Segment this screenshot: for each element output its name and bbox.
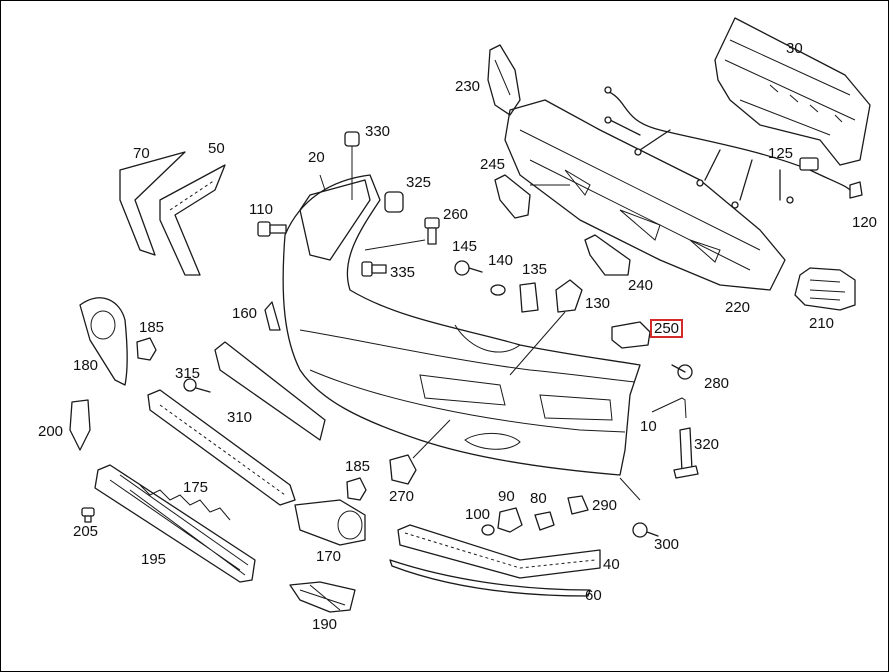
trim-40: [397, 524, 601, 579]
callout-140: 140: [488, 252, 514, 269]
callout-335: 335: [390, 264, 416, 281]
fog-frame-170: [294, 499, 366, 546]
washer-140: [490, 284, 506, 296]
callout-125: 125: [768, 145, 794, 162]
callout-185-upper: 185: [139, 319, 165, 336]
callout-195: 195: [141, 551, 167, 568]
callout-280: 280: [704, 375, 730, 392]
bracket-135: [519, 282, 539, 313]
callout-170: 170: [316, 548, 342, 565]
callout-20: 20: [308, 149, 325, 166]
bracket-245: [494, 174, 531, 219]
plate-holder-310: [214, 341, 326, 441]
callout-30: 30: [786, 40, 803, 57]
fastener-335: [361, 261, 387, 277]
insert-200: [69, 399, 91, 451]
callout-220: 220: [725, 299, 751, 316]
callout-90: 90: [498, 488, 515, 505]
callout-330: 330: [365, 123, 391, 140]
callout-175: 175: [183, 479, 209, 496]
callout-300: 300: [654, 536, 680, 553]
callout-270: 270: [389, 488, 415, 505]
clip-330: [344, 131, 360, 200]
nut-185a: [136, 337, 157, 361]
callout-310: 310: [227, 409, 253, 426]
bumper-cover-10: [282, 174, 641, 476]
callout-210: 210: [809, 315, 835, 332]
callout-40: 40: [603, 556, 620, 573]
callout-180: 180: [73, 357, 99, 374]
callout-230: 230: [455, 78, 481, 95]
grommet-270: [389, 419, 451, 485]
sensor-holder-210: [794, 267, 856, 311]
screw-300: [632, 522, 659, 538]
callout-290: 290: [592, 497, 618, 514]
callout-205: 205: [73, 523, 99, 540]
molding-70: [119, 151, 186, 256]
nut-185b: [346, 477, 367, 501]
callout-190: 190: [312, 616, 338, 633]
clip-290: [567, 495, 589, 515]
clip-80: [534, 511, 555, 531]
callout-245: 245: [480, 156, 506, 173]
callout-110: 110: [249, 201, 273, 218]
molding-50: [159, 164, 226, 276]
wiring-harness-125: [604, 86, 863, 209]
clip-205: [81, 507, 95, 523]
clip-160: [264, 301, 281, 331]
leader-10: [651, 397, 687, 419]
callout-135: 135: [522, 261, 548, 278]
crossmember-30: [714, 17, 871, 166]
fog-frame-180: [79, 297, 128, 386]
callout-100: 100: [465, 506, 491, 523]
callout-250-highlighted[interactable]: 250: [650, 319, 684, 338]
absorber-220: [504, 99, 786, 291]
callout-60: 60: [585, 587, 602, 604]
callout-70: 70: [133, 145, 150, 162]
callout-315: 315: [175, 365, 201, 382]
bolt-110: [257, 221, 287, 237]
callout-145: 145: [452, 238, 478, 255]
screw-280: [671, 364, 693, 380]
callout-325: 325: [406, 174, 432, 191]
bracket-130: [509, 279, 583, 376]
bolt-260: [364, 217, 440, 251]
cover-250: [611, 321, 651, 349]
bracket-230: [487, 44, 521, 116]
grommet-325: [384, 191, 404, 213]
callout-50: 50: [208, 140, 225, 157]
screw-315: [183, 378, 211, 393]
clip-145: [454, 260, 483, 276]
callout-130: 130: [585, 295, 611, 312]
strip-60: [389, 559, 591, 597]
bracket-20: [299, 179, 371, 261]
leader-10b: [619, 477, 641, 501]
spoiler-175: [147, 389, 296, 506]
callout-240: 240: [628, 277, 654, 294]
callout-160: 160: [232, 305, 258, 322]
screw-320: [673, 427, 699, 479]
callout-120: 120: [852, 214, 878, 231]
callout-185-lower: 185: [345, 458, 371, 475]
grille-195: [94, 464, 256, 583]
bracket-90: [497, 507, 523, 533]
grille-insert-190: [289, 581, 356, 613]
callout-200: 200: [38, 423, 64, 440]
callout-10: 10: [640, 418, 657, 435]
callout-260: 260: [443, 206, 469, 223]
callout-80: 80: [530, 490, 547, 507]
washer-100: [481, 524, 495, 536]
leader-20: [319, 174, 326, 191]
callout-320: 320: [694, 436, 720, 453]
bracket-240: [584, 234, 631, 276]
